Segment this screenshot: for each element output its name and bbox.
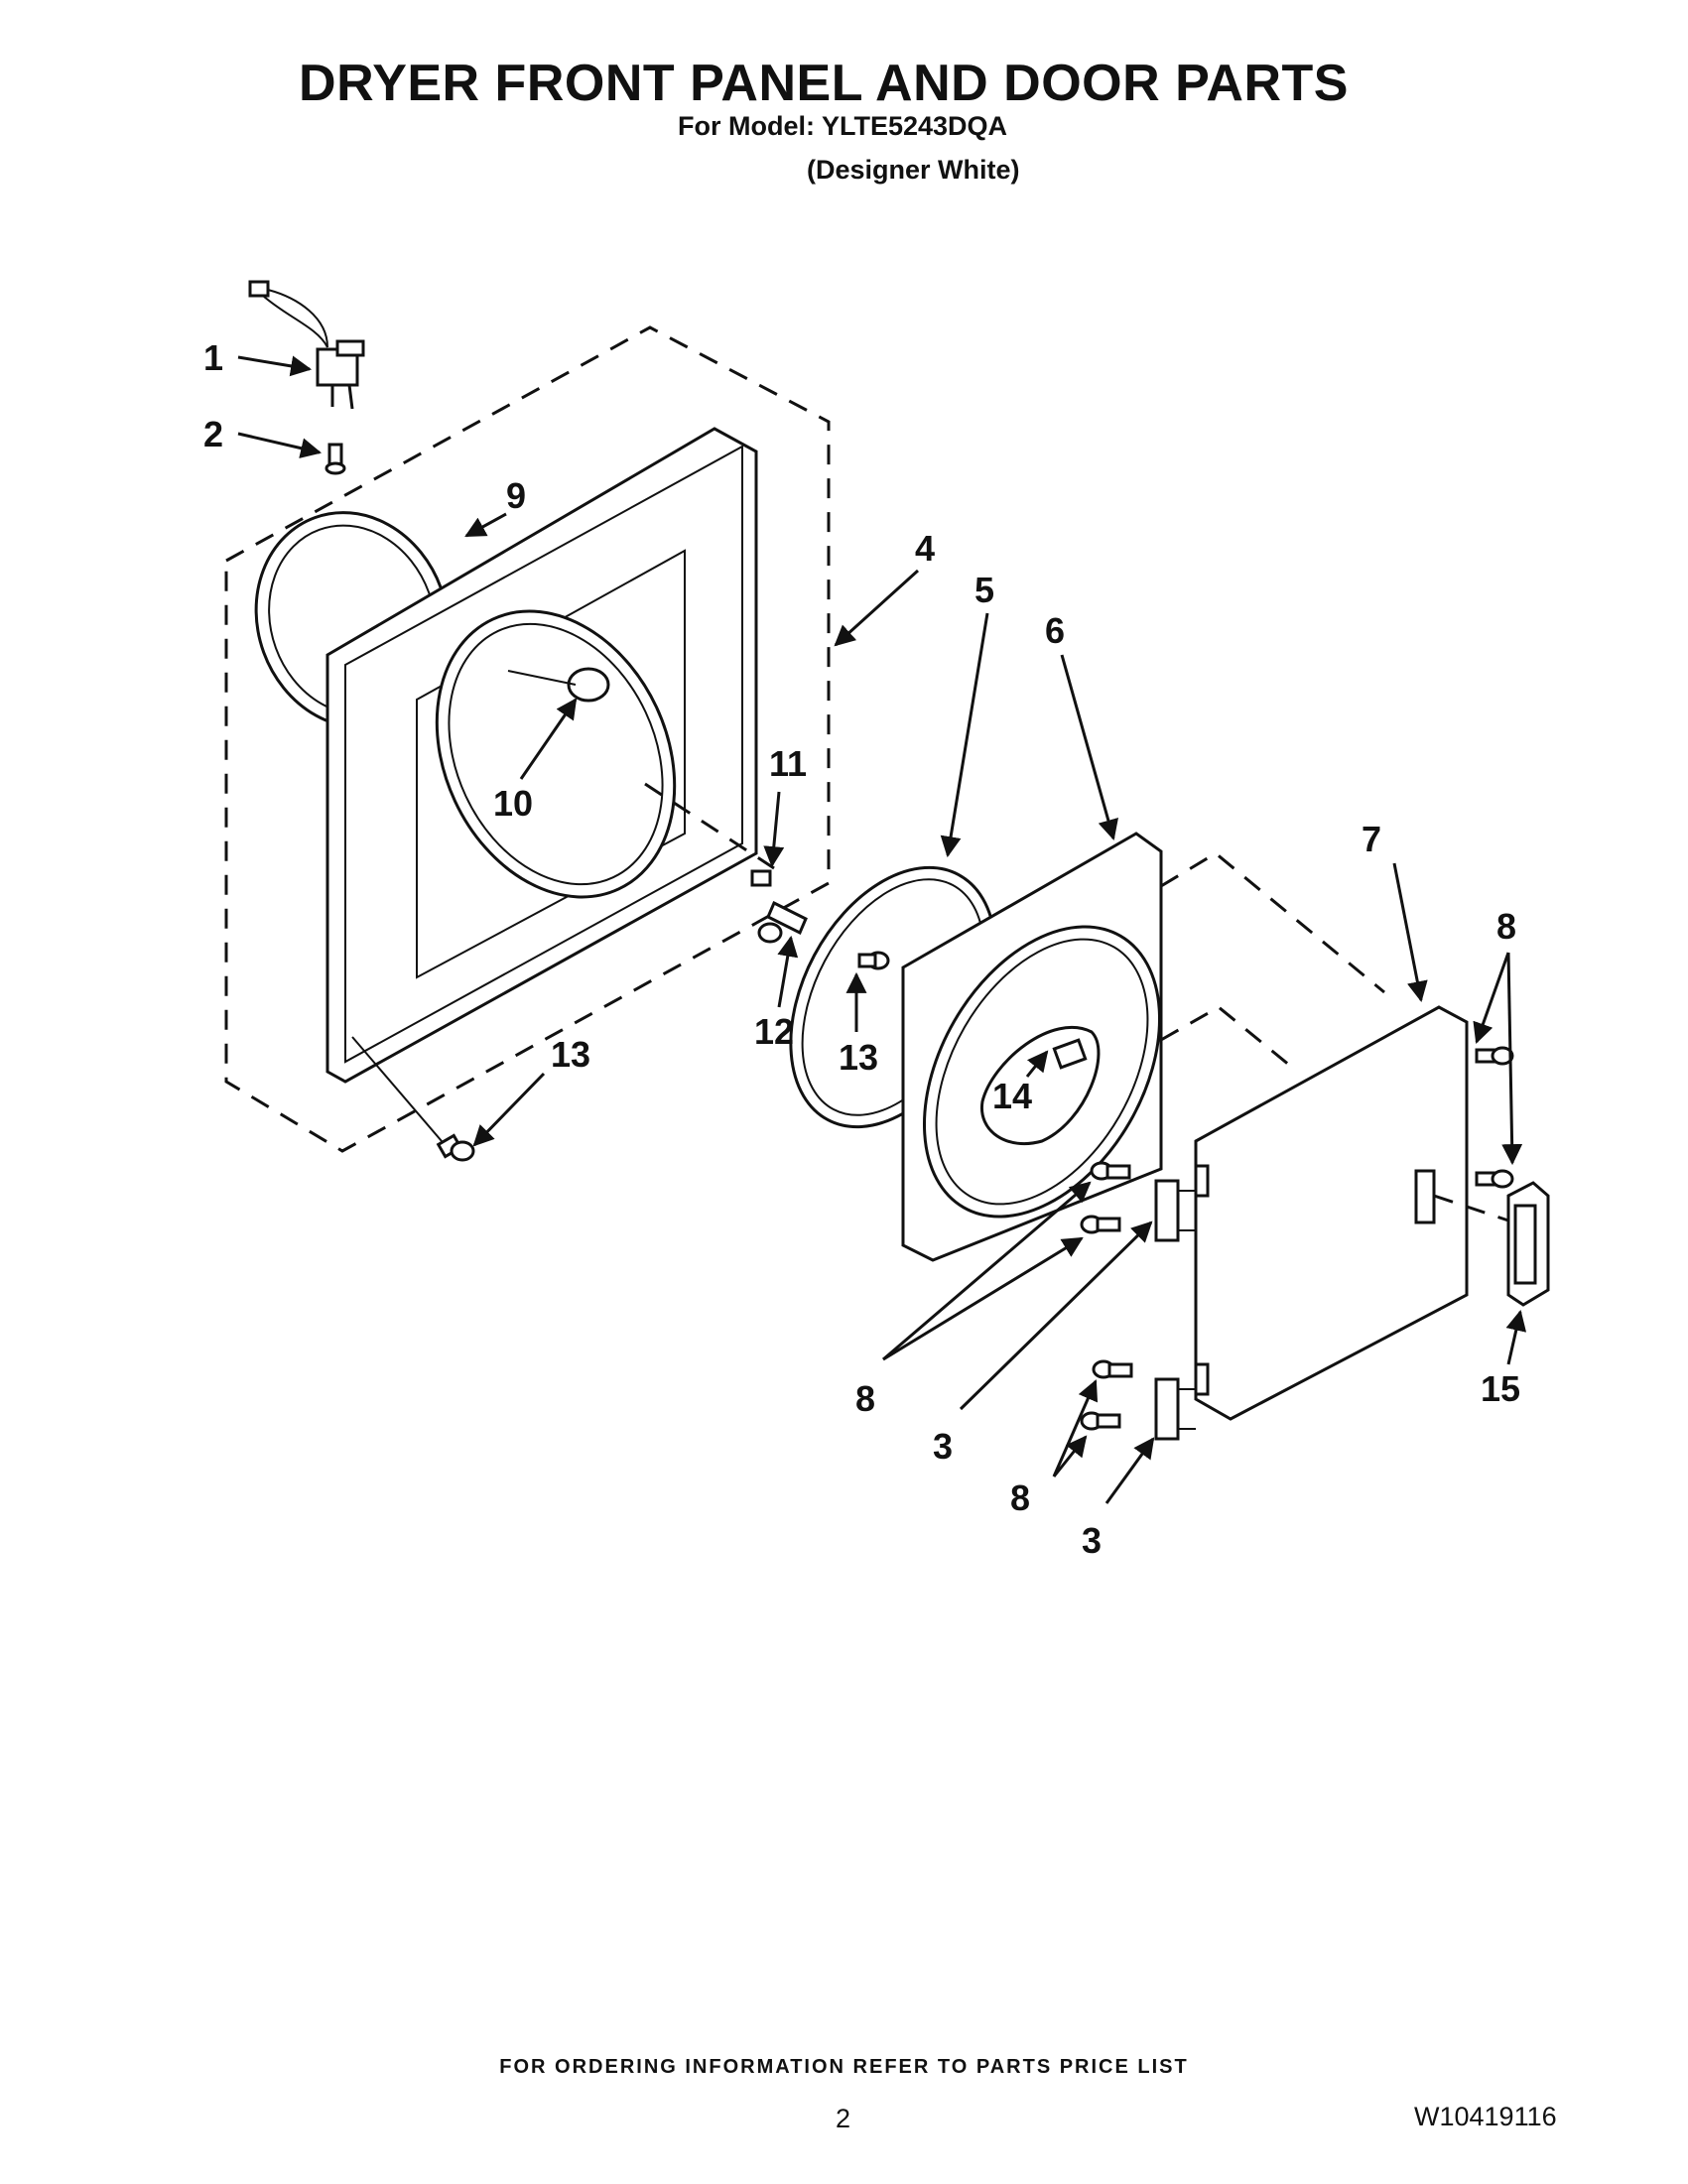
switch-screw-part xyxy=(325,443,346,475)
callout-3-upper: 3 xyxy=(933,1426,953,1467)
model-color: (Designer White) xyxy=(807,155,1020,185)
gasket-screw-part xyxy=(857,951,890,970)
hinge-screws xyxy=(1080,1161,1133,1431)
callout-5: 5 xyxy=(974,570,994,610)
panel-screw-part xyxy=(757,900,808,944)
front-panel-assembly-outline xyxy=(224,325,831,1153)
door-handle-part xyxy=(1506,1181,1550,1307)
callout-1: 1 xyxy=(203,337,223,378)
callout-leaders xyxy=(237,355,1527,1504)
door-switch-part xyxy=(248,280,365,410)
document-number: W10419116 xyxy=(1414,2102,1557,2131)
callout-12: 12 xyxy=(754,1011,794,1052)
front-panel-part xyxy=(325,427,758,1084)
callout-8-lower-hinge: 8 xyxy=(1010,1477,1030,1518)
callout-13-gasket: 13 xyxy=(839,1037,878,1078)
callout-7: 7 xyxy=(1362,819,1381,859)
callout-15: 15 xyxy=(1481,1368,1520,1409)
page-number: 2 xyxy=(836,2104,851,2133)
callout-13-panel: 13 xyxy=(551,1034,590,1075)
callout-8-door: 8 xyxy=(1496,906,1516,947)
callout-10: 10 xyxy=(493,783,533,824)
callout-6: 6 xyxy=(1045,610,1065,651)
callout-2: 2 xyxy=(203,414,223,454)
callout-4: 4 xyxy=(915,528,935,569)
model-number: For Model: YLTE5243DQA xyxy=(678,111,1008,141)
door-screws xyxy=(1475,1046,1514,1189)
outer-door-part xyxy=(1194,1005,1469,1421)
upper-hinge-part xyxy=(1154,1179,1196,1242)
panel-clip-part xyxy=(750,869,772,887)
callout-9: 9 xyxy=(506,475,526,516)
ordering-note: FOR ORDERING INFORMATION REFER TO PARTS … xyxy=(499,2056,1189,2078)
callout-11: 11 xyxy=(769,743,807,784)
page-title: DRYER FRONT PANEL AND DOOR PARTS xyxy=(299,55,1349,112)
panel-bottom-screw-part xyxy=(436,1133,475,1162)
callout-8-upper-hinge: 8 xyxy=(855,1378,875,1419)
callout-14: 14 xyxy=(992,1076,1032,1116)
callout-3-lower: 3 xyxy=(1082,1520,1102,1561)
lower-hinge-part xyxy=(1154,1377,1196,1441)
